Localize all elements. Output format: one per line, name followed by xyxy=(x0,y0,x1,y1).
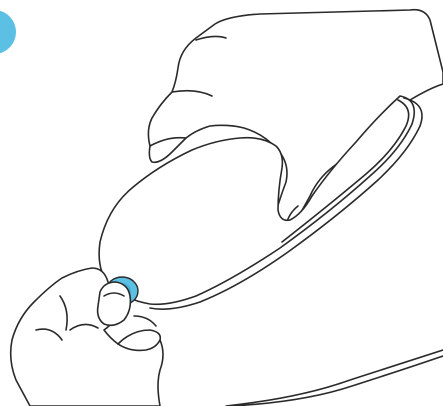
device-case xyxy=(98,95,423,310)
lower-hand xyxy=(9,267,164,406)
step-marker xyxy=(0,10,16,54)
cable xyxy=(225,349,443,406)
